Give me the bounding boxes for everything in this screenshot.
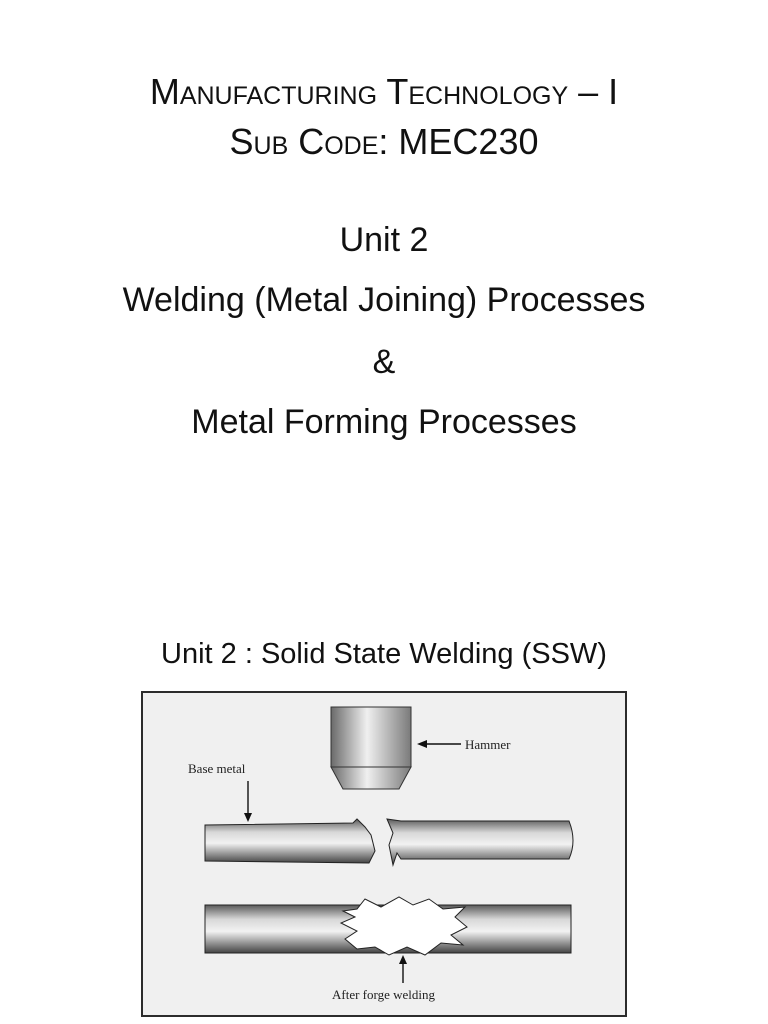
hammer-label: Hammer xyxy=(465,737,511,752)
sub-code: Sub Code: MEC230 xyxy=(229,121,539,162)
topic-line-2: Metal Forming Processes xyxy=(191,403,577,441)
course-title: Manufacturing Technology – I xyxy=(149,71,619,112)
unit-heading: Unit 2 xyxy=(339,221,429,259)
after-forge-welding-label: After forge welding xyxy=(332,987,436,1002)
forge-welding-figure: Hammer Base metal After forge welding xyxy=(141,691,627,1017)
hammer-shape xyxy=(330,706,412,790)
slide-2-title: Unit 2 : Solid State Welding (SSW) xyxy=(161,638,607,670)
base-metal-label: Base metal xyxy=(188,761,246,776)
ampersand: & xyxy=(372,343,396,381)
split-base-metal-rod xyxy=(204,818,574,867)
forge-welding-diagram: Hammer Base metal After forge welding xyxy=(188,706,574,1002)
welded-rod xyxy=(204,896,572,956)
topic-line-1: Welding (Metal Joining) Processes xyxy=(122,281,646,319)
